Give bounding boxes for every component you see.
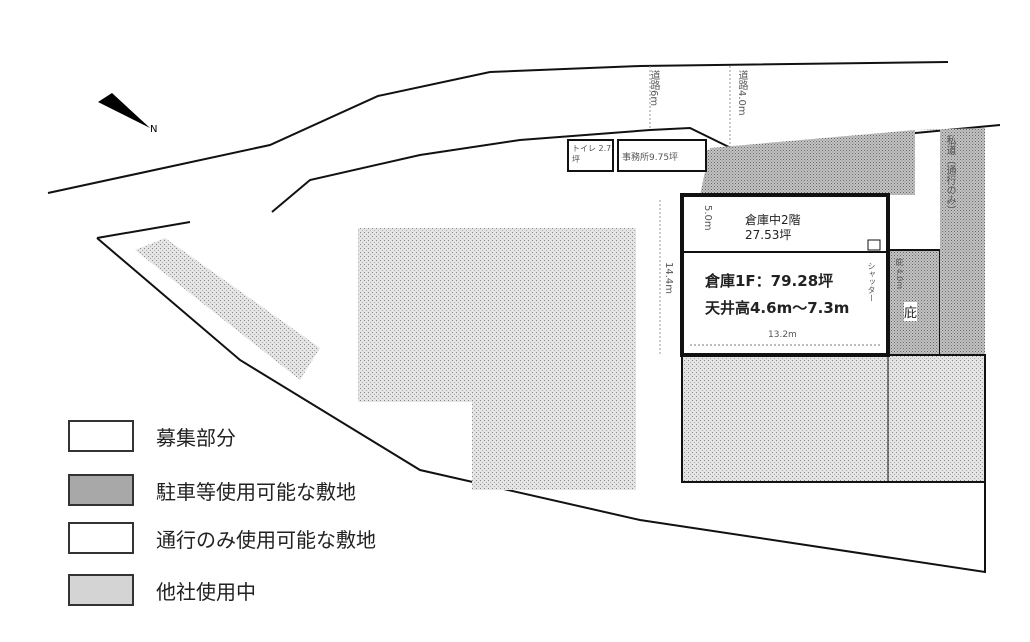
legend-swatch [68, 474, 134, 506]
compass-arrow-icon [98, 93, 150, 128]
road-edge-south [271, 124, 1001, 213]
toilet-label: トイレ 2.7坪 [572, 144, 612, 164]
lot-boundary [96, 221, 986, 574]
legend-swatch [68, 574, 134, 606]
ceiling-height-label: 天井高4.6m～7.3m [705, 299, 850, 317]
road-label-right: 私道（通行のみ） [944, 135, 955, 215]
svg-text:N: N [150, 124, 157, 135]
legend-item-parking: 駐車等使用可能な敷地 [68, 474, 356, 506]
depth-dimension: 14.4m [663, 262, 674, 295]
mezzanine-label: 倉庫中2階 [745, 213, 801, 227]
mezzanine-depth: 5.0m [702, 205, 713, 231]
warehouse-building [680, 193, 890, 357]
legend-label: 駐車等使用可能な敷地 [156, 479, 356, 504]
office-label: 事務所9.75坪 [622, 153, 679, 163]
side-dimension: シャッター [867, 262, 876, 302]
road-edge-north [47, 61, 949, 194]
mezzanine-area: 27.53坪 [745, 228, 792, 242]
legend-label: 通行のみ使用可能な敷地 [156, 527, 376, 552]
legend-item-passage: 通行のみ使用可能な敷地 [68, 522, 376, 554]
legend-label: 募集部分 [156, 425, 236, 450]
eave-dimension: 庇 4.0m [895, 258, 904, 290]
legend-label: 他社使用中 [156, 579, 256, 604]
other-company-area-2 [681, 354, 986, 483]
road-label-a: 道路6m [648, 70, 659, 107]
road-label-b: 道路4.0m [736, 70, 747, 116]
other-company-area [358, 228, 636, 490]
legend-item-other-company: 他社使用中 [68, 574, 256, 606]
warehouse-1f-label: 倉庫1F：79.28坪 [705, 272, 834, 290]
width-dimension: 13.2m [768, 330, 797, 340]
eave-label: 庇 [904, 302, 918, 321]
legend-swatch [68, 420, 134, 452]
legend-swatch [68, 522, 134, 554]
legend-item-recruiting: 募集部分 [68, 420, 236, 452]
